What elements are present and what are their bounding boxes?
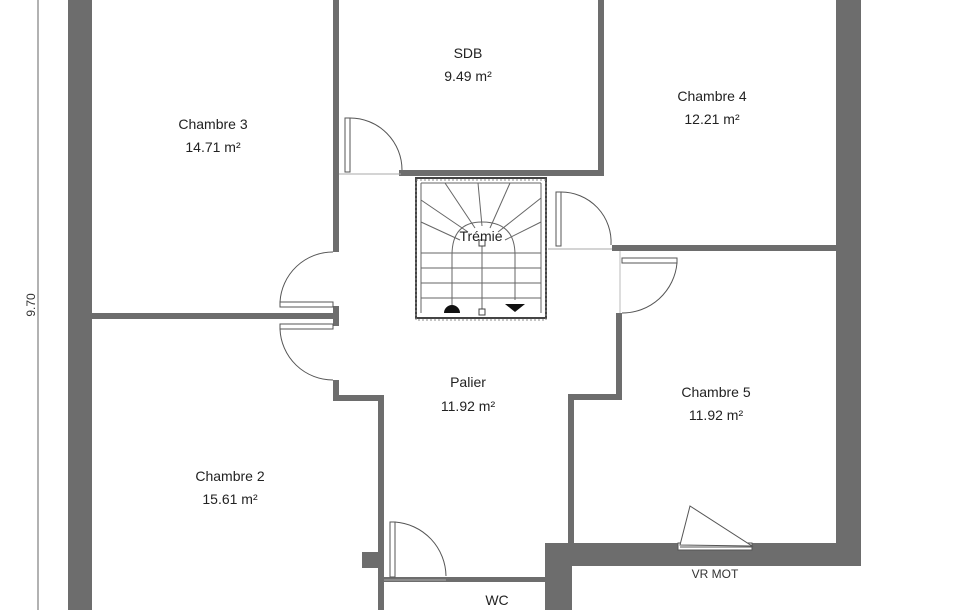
door-chambre2[interactable] bbox=[279, 323, 334, 381]
room-name: WC bbox=[485, 592, 508, 608]
dimension-label: 9.70 bbox=[24, 293, 38, 317]
door-chambre3[interactable] bbox=[279, 251, 334, 308]
room-name: Chambre 2 bbox=[195, 468, 264, 484]
room-area: 9.49 m² bbox=[444, 68, 492, 84]
dimension-line: 9.70 bbox=[24, 0, 39, 610]
room-area: 11.92 m² bbox=[441, 398, 496, 414]
room-area: 15.61 m² bbox=[202, 491, 258, 507]
room-wc: WC bbox=[485, 592, 508, 608]
door-chambre4[interactable] bbox=[548, 191, 612, 250]
room-chambre4: Chambre 4 12.21 m² bbox=[677, 88, 746, 127]
room-chambre5: Chambre 5 11.92 m² bbox=[681, 384, 750, 423]
room-area: 11.92 m² bbox=[689, 407, 744, 423]
room-name: Chambre 3 bbox=[178, 116, 247, 132]
room-palier: Palier 11.92 m² bbox=[441, 374, 496, 414]
door-wc[interactable] bbox=[384, 521, 447, 581]
room-name: Chambre 4 bbox=[677, 88, 746, 104]
interior-walls bbox=[92, 0, 838, 610]
room-name: SDB bbox=[454, 45, 483, 61]
exterior-walls bbox=[68, 0, 861, 610]
room-area: 12.21 m² bbox=[684, 111, 740, 127]
door-sdb[interactable] bbox=[339, 117, 403, 175]
room-area: 14.71 m² bbox=[185, 139, 241, 155]
room-chambre2: Chambre 2 15.61 m² bbox=[195, 468, 264, 507]
room-sdb: SDB 9.49 m² bbox=[444, 45, 492, 84]
room-name: Trémie bbox=[459, 228, 502, 244]
window-chambre5[interactable] bbox=[677, 505, 754, 551]
room-tremie: Trémie bbox=[459, 228, 502, 244]
room-chambre3: Chambre 3 14.71 m² bbox=[178, 116, 247, 155]
staircase bbox=[415, 177, 547, 321]
door-chambre5[interactable] bbox=[619, 251, 678, 314]
room-name: Chambre 5 bbox=[681, 384, 750, 400]
room-name: Palier bbox=[450, 374, 486, 390]
vr-mot-label: VR MOT bbox=[692, 567, 739, 581]
